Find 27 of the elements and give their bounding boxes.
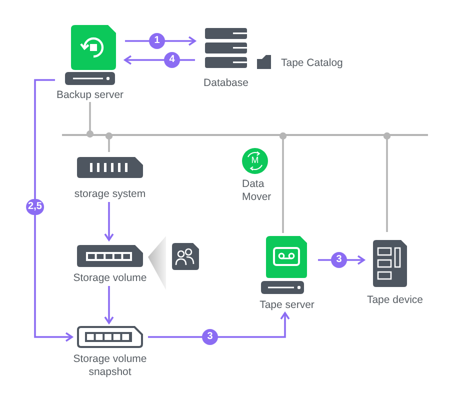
arrow [104, 286, 114, 324]
node-label: Database [202, 77, 250, 90]
node-label: Storage volume snapshot [72, 353, 148, 379]
connector-line [383, 132, 391, 232]
arrow [104, 202, 114, 241]
connector-line [105, 132, 113, 152]
icon-letter: M [250, 154, 260, 166]
node-label: Data Mover [242, 178, 272, 204]
arrow [34, 79, 73, 342]
arrow [148, 312, 290, 338]
node-label: storage system [73, 188, 147, 201]
edge-label: 1 [149, 33, 165, 49]
network-line [62, 134, 428, 136]
node-label: Tape server [258, 299, 316, 312]
node-label: Backup server [55, 89, 125, 102]
node-caption: Tape Catalog [281, 57, 343, 70]
arrow [318, 255, 365, 265]
arrow [124, 55, 195, 65]
edge-label: 3 [202, 329, 218, 345]
edge-label: 4 [164, 52, 180, 68]
connector-line [279, 132, 287, 233]
node-label: Tape device [366, 294, 424, 307]
edge-label: 3 [331, 252, 347, 268]
arrow [125, 36, 196, 46]
connector-line [86, 102, 94, 138]
node-label: Storage volume [72, 272, 148, 285]
edge-label: 2,5 [26, 199, 44, 215]
